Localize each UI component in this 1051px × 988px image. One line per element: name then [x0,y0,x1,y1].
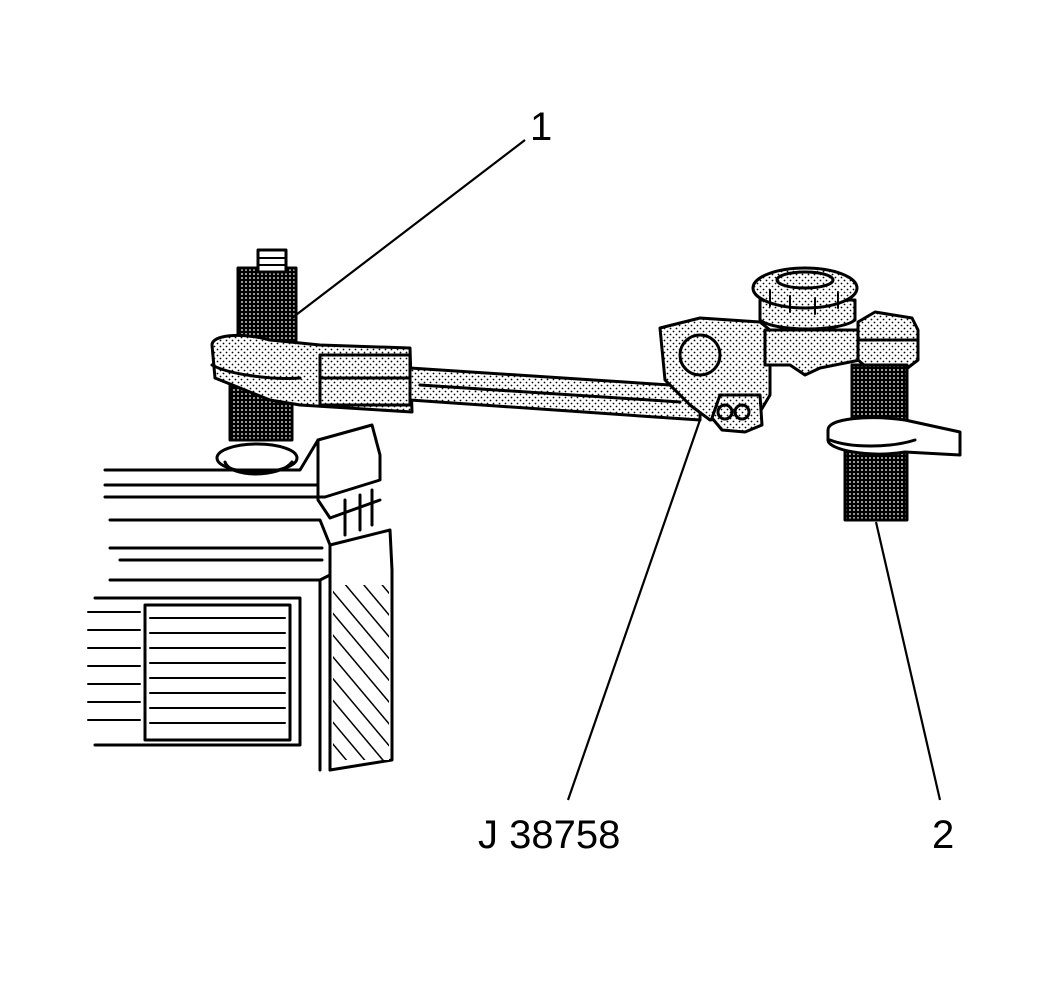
battery-front-grille [87,596,302,747]
right-bolt-with-wrench [826,363,962,522]
battery [87,423,394,772]
leader-line-2 [874,521,942,801]
callout-tool-j38758: J 38758 [478,813,620,857]
leader-line-tool [566,419,702,801]
callout-1: 1 [530,105,552,149]
tool-arm [210,266,920,434]
leader-line-1 [291,139,526,319]
callout-2: 2 [932,813,954,857]
